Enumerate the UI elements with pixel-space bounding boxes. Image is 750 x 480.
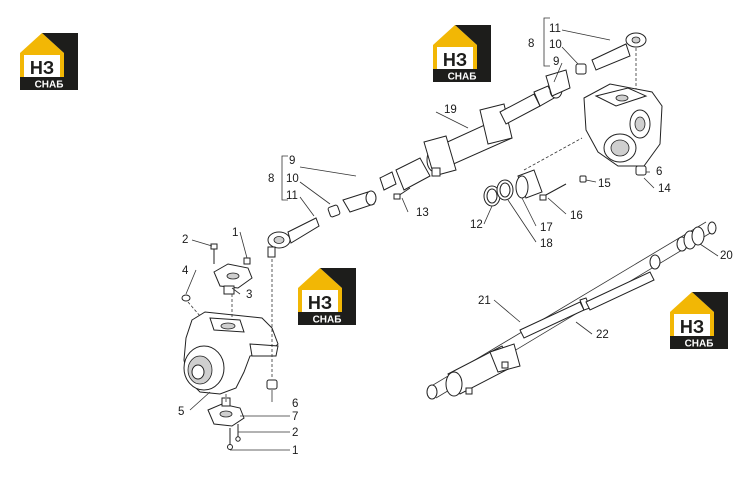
callout-15: 15 bbox=[598, 178, 611, 190]
logo-main-text: НЗ bbox=[680, 317, 704, 337]
callout-1: 1 bbox=[232, 227, 238, 239]
logo-main-text: НЗ bbox=[30, 58, 54, 78]
callout-8: 8 bbox=[268, 173, 274, 185]
callout-9-right: 9 bbox=[553, 56, 559, 68]
callout-19: 19 bbox=[444, 104, 457, 116]
logo-main-text: НЗ bbox=[308, 293, 332, 313]
callout-6-right: 6 bbox=[656, 166, 662, 178]
callout-17: 17 bbox=[540, 222, 553, 234]
callout-18: 18 bbox=[540, 238, 553, 250]
callout-20: 20 bbox=[720, 250, 733, 262]
callout-labels: 1 2 3 4 5 6 7 2 1 8 9 10 11 13 19 8 11 1… bbox=[178, 23, 733, 457]
bushing-set bbox=[483, 137, 587, 207]
callout-10-right: 10 bbox=[549, 39, 562, 51]
steering-knuckle-right bbox=[583, 83, 663, 176]
logo-top-center: НЗ СНАБ bbox=[433, 25, 491, 83]
steering-knuckle-left bbox=[181, 243, 279, 450]
callout-16: 16 bbox=[570, 210, 583, 222]
callout-21: 21 bbox=[478, 295, 491, 307]
callout-8-right: 8 bbox=[528, 38, 534, 50]
callout-2: 2 bbox=[182, 234, 188, 246]
axle-cylinder-assembly bbox=[426, 221, 717, 400]
logo-sub-text: СНАБ bbox=[448, 72, 477, 83]
logo-center: НЗ СНАБ bbox=[298, 268, 356, 326]
callout-10: 10 bbox=[286, 173, 299, 185]
tie-rod-end-left bbox=[267, 190, 377, 258]
logo-main-text: НЗ bbox=[443, 50, 467, 70]
callout-4: 4 bbox=[182, 265, 189, 277]
logo-sub-text: СНАБ bbox=[35, 80, 64, 91]
callout-9: 9 bbox=[289, 155, 295, 167]
callout-12: 12 bbox=[470, 219, 483, 231]
logo-sub-text: СНАБ bbox=[685, 339, 714, 350]
callout-7: 7 bbox=[292, 411, 298, 423]
callout-11: 11 bbox=[286, 190, 298, 202]
leader-lines bbox=[185, 17, 719, 451]
callout-3: 3 bbox=[246, 289, 252, 301]
callout-13: 13 bbox=[416, 207, 429, 219]
callout-11-right: 11 bbox=[549, 23, 561, 35]
steering-cylinder bbox=[379, 32, 647, 200]
callout-2-lower: 2 bbox=[292, 427, 298, 439]
callout-6: 6 bbox=[292, 398, 298, 410]
callout-5: 5 bbox=[178, 406, 184, 418]
callout-1-lower: 1 bbox=[292, 445, 298, 457]
callout-22: 22 bbox=[596, 329, 609, 341]
logo-sub-text: СНАБ bbox=[313, 315, 342, 326]
logo-top-left: НЗ СНАБ bbox=[20, 33, 78, 91]
logo-right: НЗ СНАБ bbox=[670, 292, 728, 350]
callout-14: 14 bbox=[658, 183, 671, 195]
